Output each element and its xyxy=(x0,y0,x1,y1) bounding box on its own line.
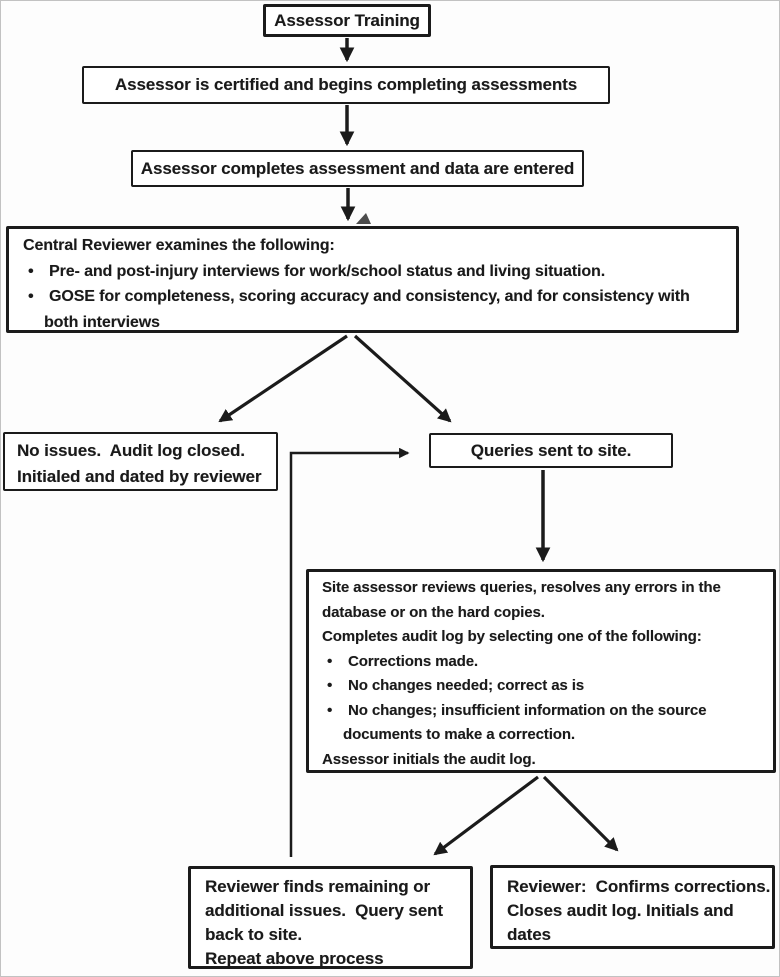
bullet-icon: • xyxy=(28,262,34,280)
box-queries-sent: Queries sent to site. xyxy=(429,433,673,468)
text-line: Central Reviewer examines the following: xyxy=(23,237,335,254)
arrow-feedback-to-queries xyxy=(289,447,410,857)
text-line: Reviewer finds remaining or xyxy=(205,877,430,896)
bullet-icon: • xyxy=(327,701,333,719)
text-line: Initialed and dated by reviewer xyxy=(17,467,262,486)
box-label: Assessor is certified and begins complet… xyxy=(114,75,578,94)
arrow-central-to-no-issues xyxy=(218,334,348,423)
arrow-site-to-confirms xyxy=(542,775,619,852)
bullet-line: • Pre- and post-injury interviews for wo… xyxy=(23,259,728,285)
box-reviewer-confirms: Reviewer: Confirms corrections. Closes a… xyxy=(490,865,775,949)
box-label: Assessor Training xyxy=(274,10,420,30)
bullet-text: GOSE for completeness, scoring accuracy … xyxy=(49,288,690,305)
arrow-central-to-queries xyxy=(353,334,452,423)
text-line: Site assessor reviews queries, resolves … xyxy=(322,579,721,596)
text-line: back to site. xyxy=(205,925,302,944)
box-no-issues: No issues. Audit log closed. Initialed a… xyxy=(3,432,278,491)
bullet-icon: • xyxy=(327,652,333,670)
bullet-text: Pre- and post-injury interviews for work… xyxy=(49,262,606,280)
text-line: Closes audit log. Initials and xyxy=(507,901,734,920)
bullet-icon: • xyxy=(327,677,333,694)
arrow-site-to-finds xyxy=(433,775,539,856)
box-assessor-certified: Assessor is certified and begins complet… xyxy=(82,66,610,104)
bullet-line: • No changes needed; correct as is xyxy=(322,674,767,699)
text-line: additional issues. Query sent xyxy=(205,901,443,920)
box-site-assessor: Site assessor reviews queries, resolves … xyxy=(306,569,776,773)
scan-artifact-mark xyxy=(356,213,371,224)
text-line: dates xyxy=(507,925,551,944)
bullet-line: • Corrections made. xyxy=(322,650,767,675)
bullet-line: • GOSE for completeness, scoring accurac… xyxy=(23,284,728,310)
bullet-icon: • xyxy=(28,288,34,305)
text-line: Repeat above process xyxy=(205,949,384,968)
text-line: No issues. Audit log closed. xyxy=(17,441,245,460)
bullet-continuation: documents to make a correction. xyxy=(343,726,575,743)
box-label: Queries sent to site. xyxy=(470,440,632,460)
bullet-text: Corrections made. xyxy=(348,652,479,670)
text-line: Reviewer: Confirms corrections. xyxy=(507,877,771,896)
box-label: Assessor completes assessment and data a… xyxy=(140,158,575,178)
box-assessor-training: Assessor Training xyxy=(263,4,431,37)
text-line: database or on the hard copies. xyxy=(322,603,545,621)
bullet-text: No changes needed; correct as is xyxy=(348,677,585,694)
box-assessor-completes: Assessor completes assessment and data a… xyxy=(131,150,584,187)
bullet-text: No changes; insufficient information on … xyxy=(348,701,707,719)
box-central-reviewer: Central Reviewer examines the following:… xyxy=(6,226,739,333)
box-reviewer-finds-issues: Reviewer finds remaining or additional i… xyxy=(188,866,473,969)
bullet-continuation: both interviews xyxy=(44,313,160,331)
text-line: Completes audit log by selecting one of … xyxy=(322,628,702,645)
text-line: Assessor initials the audit log. xyxy=(322,750,536,768)
bullet-line: • No changes; insufficient information o… xyxy=(322,699,767,724)
